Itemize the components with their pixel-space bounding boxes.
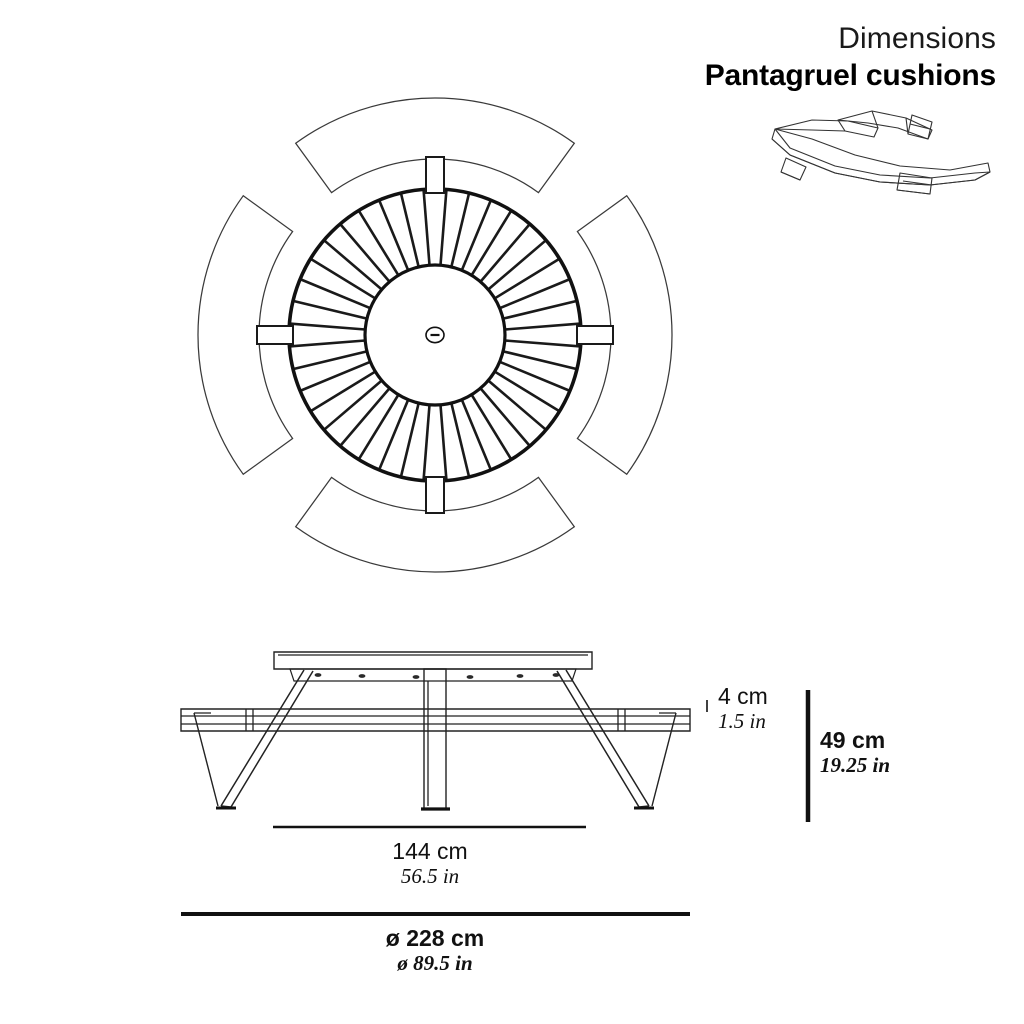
dimension-in-height: 19.25 in [820,753,891,777]
table-slat [289,339,366,348]
table-slat [504,322,581,331]
dimension-cm-width: 144 cm [392,838,468,864]
dimension-in-width: 56.5 in [400,864,460,888]
page-title: Pantagruel cushions [704,59,996,92]
dimension-label-height: 49 cm 19.25 in [820,727,890,777]
table-slat [377,399,410,471]
header-block: Dimensions Pantagruel cushions [705,22,996,94]
table-slat [439,404,448,481]
table-slat [450,192,471,268]
table-slat [339,387,391,447]
table-slat [323,379,383,431]
table-slat [504,339,581,348]
curved-cushion-perspective-icon [771,110,991,195]
table-slat [339,223,391,283]
table-slat [470,394,513,461]
cushion-0 [294,97,576,194]
umbrella-hole-icon [425,326,445,344]
dimension-in-thickness: 1.5 in [718,709,766,733]
table-slat [460,399,493,471]
table-under-rail [289,668,577,682]
table-slat [487,239,547,291]
table-slat [502,350,578,371]
table-slat [292,299,368,320]
leg-right [556,669,677,810]
table-slat [399,192,420,268]
dimension-cm-height: 49 cm [820,727,886,753]
table-slat [479,387,531,447]
table-slat [422,404,431,481]
table-slat [439,189,448,266]
cushion-connector-tab-2 [425,476,445,514]
table-slat [499,360,571,393]
page-kicker: Dimensions [838,22,996,55]
cushion-connector-tab-0 [425,156,445,194]
table-slat [357,394,400,461]
central-column [421,668,450,811]
table-slat [499,277,571,310]
table-slat [422,189,431,266]
table-slat [292,350,368,371]
dimension-in-diameter: ø 89.5 in [397,951,473,975]
table-slat [309,370,376,413]
cushion-2 [294,476,576,573]
dimension-cm-diameter: ø 228 cm [385,925,485,951]
table-top-slab [273,651,593,670]
table-slat [460,199,493,271]
table-slat [479,223,531,283]
table-slat [450,402,471,478]
dimension-label-thickness: 4 cm 1.5 in [718,683,768,733]
table-slat [323,239,383,291]
table-slat [299,277,371,310]
table-slat [299,360,371,393]
bench-seat-slab [180,708,691,732]
table-slat [309,257,376,300]
table-slat [377,199,410,271]
table-slat [494,257,561,300]
table-slat [487,379,547,431]
table-slat [357,209,400,276]
top-view-plan [197,97,673,573]
table-slat [289,322,366,331]
cushion-connector-tab-1 [576,325,614,345]
side-elevation [180,651,691,811]
dimension-label-diameter: ø 228 cm ø 89.5 in [310,925,560,975]
table-slat [494,370,561,413]
cushion-3 [197,194,294,476]
cushion-1 [576,194,673,476]
table-slat [502,299,578,320]
dimension-rules [181,690,811,916]
leg-left [193,669,314,810]
cushion-connector-tab-3 [256,325,294,345]
dimension-cm-thickness: 4 cm [718,683,768,709]
table-slats [289,189,581,481]
table-slat [399,402,420,478]
dimension-label-width: 144 cm 56.5 in [320,838,540,888]
table-slat [470,209,513,276]
